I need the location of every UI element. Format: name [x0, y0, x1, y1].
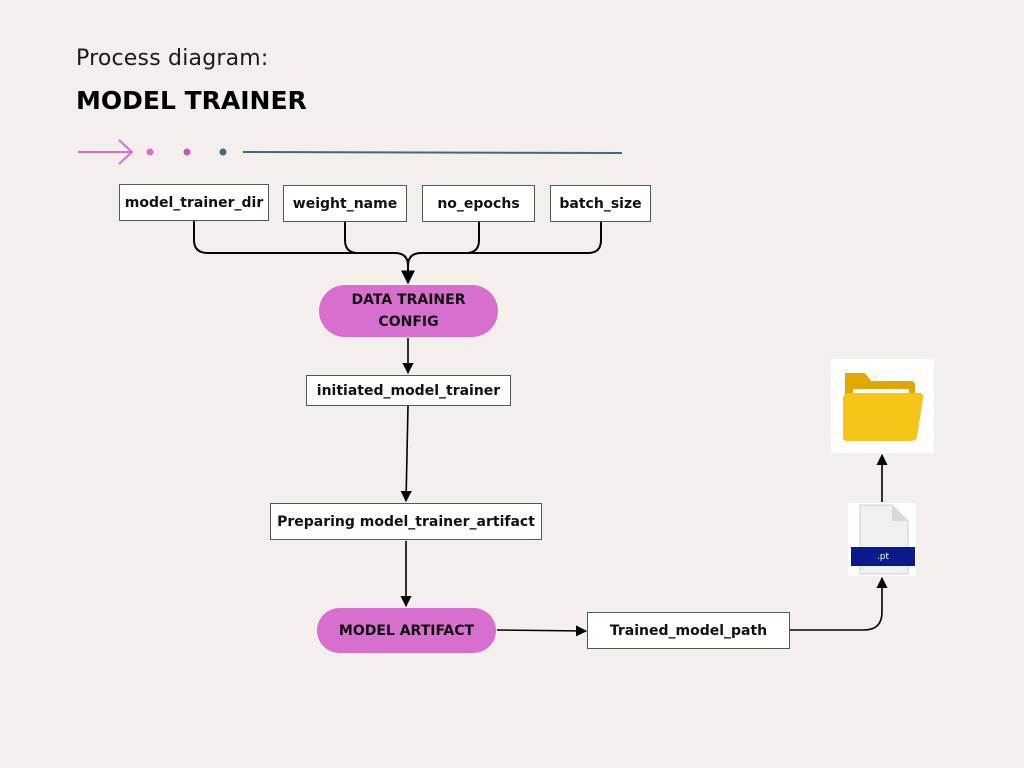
param-model-trainer-dir: model_trainer_dir	[119, 184, 269, 221]
diagram-title: MODEL TRAINER	[76, 86, 307, 115]
model-artifact-node: MODEL ARTIFACT	[317, 608, 496, 653]
preparing-artifact-node: Preparing model_trainer_artifact	[270, 503, 542, 540]
data-trainer-config-node: DATA TRAINER CONFIG	[319, 285, 498, 337]
param-weight-name: weight_name	[283, 185, 407, 222]
pt-file-icon	[848, 503, 916, 576]
param-no-epochs: no_epochs	[422, 185, 535, 222]
flow-connectors	[400, 338, 888, 637]
file-extension-label: .pt	[876, 551, 890, 562]
param-batch-size: batch_size	[550, 185, 651, 222]
param-connectors	[193, 221, 602, 285]
initiated-model-trainer-node: initiated_model_trainer	[306, 375, 511, 406]
decorative-divider	[78, 139, 623, 165]
folder-icon	[831, 359, 934, 453]
diagram-subtitle: Process diagram:	[76, 46, 269, 71]
trained-model-path-node: Trained_model_path	[587, 612, 790, 649]
